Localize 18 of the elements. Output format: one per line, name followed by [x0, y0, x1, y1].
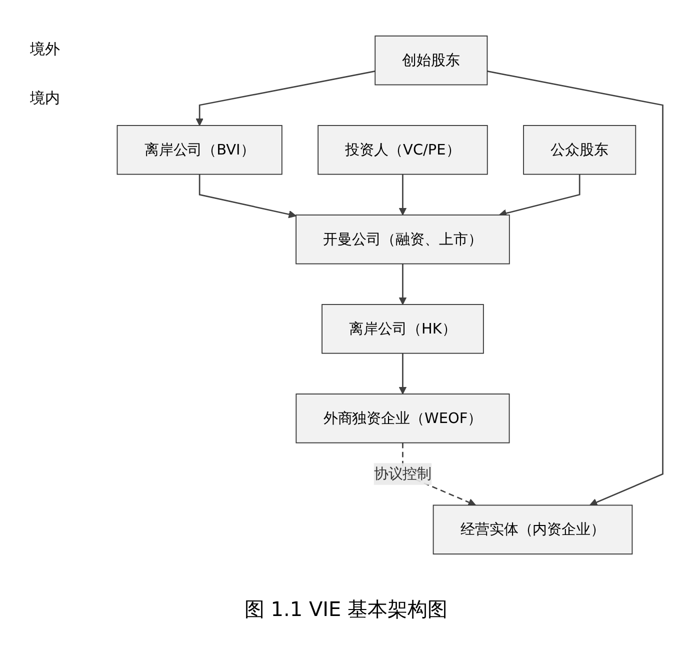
node-box: 公众股东 — [523, 125, 636, 175]
arrow — [398, 174, 407, 216]
node-box: 外商独资企业（WEOF） — [296, 394, 510, 444]
region-label: 境内 — [30, 89, 61, 108]
arrow — [398, 264, 407, 305]
node-box: 创始股东 — [374, 36, 488, 86]
arrow — [198, 174, 296, 218]
region-label: 境外 — [30, 40, 61, 59]
node-box: 经营实体（内资企业） — [432, 504, 633, 554]
node-box: 离岸公司（BVI） — [116, 125, 282, 175]
node-box: 投资人（VC/PE） — [318, 125, 488, 175]
node-box: 离岸公司（HK） — [322, 304, 484, 354]
figure-caption: 图 1.1 VIE 基本架构图 — [244, 596, 448, 623]
arrow — [487, 70, 664, 506]
edge-label: 协议控制 — [374, 464, 432, 482]
arrow — [196, 70, 376, 126]
node-box: 开曼公司（融资、上市） — [296, 214, 510, 264]
arrow — [398, 353, 407, 394]
